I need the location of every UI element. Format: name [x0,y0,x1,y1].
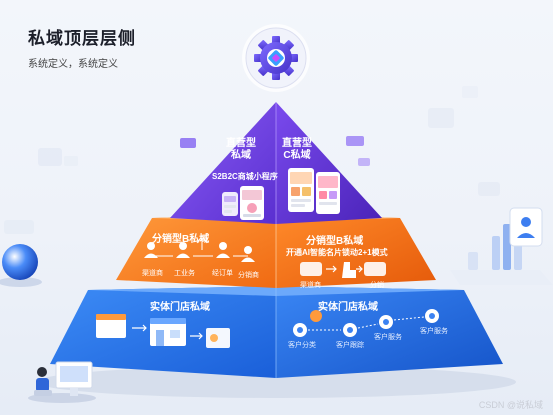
middle-left-title: 分销型B私域 [152,234,210,245]
pointer-hand-icon [300,262,386,278]
middle-right-tag: 分销 [370,282,384,289]
middle-right-subtitle: 开通AI智能名片锁动2+1模式 [286,248,388,257]
middle-right-title: 分销型B私域 [306,236,364,247]
middle-tier [116,214,436,288]
customer-flow-icon [293,309,439,337]
bottom-right-tag: 客户服务 [420,328,448,335]
gear-logo-icon [242,24,310,92]
bottom-right-tag: 客户跟踪 [336,342,364,349]
bottom-right-tag: 客户分类 [288,342,316,349]
middle-left-tag: 经订单 [212,270,233,277]
top-caption: S2B2C商城小程序 [212,172,278,181]
middle-left-tag: 渠道商 [142,270,163,277]
floor-shadow [36,366,516,398]
middle-left-tag: 工业务 [174,270,195,277]
middle-left-tag: 分销商 [238,272,259,279]
phone-mockup-icon [222,186,264,220]
decor-tiles-right [428,86,500,196]
header: 私域顶层层侧 系统定义，系统定义 [28,24,136,70]
bottom-right-tag: 客户服务 [374,334,402,341]
top-left-title: 直营型 私域 [226,138,256,161]
storefront-icon [96,314,230,348]
middle-right-tag: 渠道商 [300,282,321,289]
user-profile-icon [509,207,543,247]
decor-tiles-left [4,148,78,234]
watermark: CSDN @说私域 [478,400,543,410]
phone-mockup-icon [288,168,340,214]
top-tier [170,102,382,224]
bottom-right-title: 实体门店私域 [318,302,378,313]
top-right-title: 直营型 C私域 [282,138,312,161]
bottom-left-title: 实体门店私域 [150,302,210,313]
person-at-desk-icon [28,361,96,403]
person-icon [144,242,255,262]
sphere-icon [0,244,42,287]
page-subtitle: 系统定义，系统定义 [28,59,118,70]
page-title: 私域顶层层侧 [28,29,136,48]
decor-chips [180,136,370,166]
bar-chart-icon [450,224,553,285]
